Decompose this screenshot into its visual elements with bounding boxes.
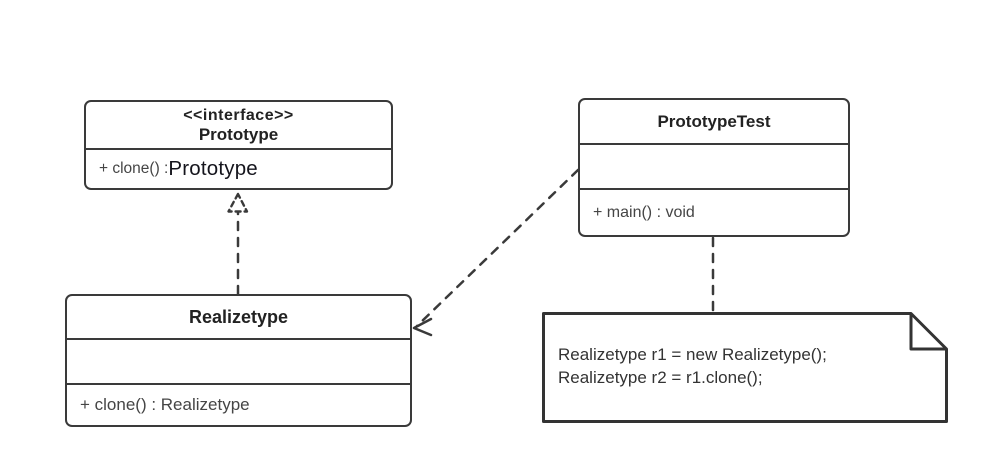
stereotype-label: <<interface>> <box>183 106 294 124</box>
realization-connector <box>227 192 249 296</box>
note-code: Realizetype r1 = new Realizetype(); Real… <box>558 343 827 389</box>
hollow-triangle-arrowhead <box>227 192 249 213</box>
note-code-line: Realizetype r1 = new Realizetype(); <box>558 345 827 364</box>
dependency-connector <box>412 168 580 337</box>
attributes-compartment-empty <box>67 340 410 385</box>
methods-compartment: + clone() : Realizetype <box>67 385 410 425</box>
methods-compartment: + main() : void <box>580 190 848 235</box>
class-header: PrototypeTest <box>580 100 848 145</box>
class-box-realizetype: Realizetype + clone() : Realizetype <box>65 294 412 427</box>
uml-note: Realizetype r1 = new Realizetype(); Real… <box>542 312 948 423</box>
note-outline <box>542 312 948 423</box>
method-label: + clone() : <box>99 160 169 177</box>
open-arrowhead <box>412 317 433 337</box>
attributes-compartment-empty <box>580 145 848 190</box>
method-label: + main() : void <box>593 203 695 221</box>
methods-compartment: + clone() : Prototype <box>86 150 391 188</box>
class-name: PrototypeTest <box>657 111 771 131</box>
note-code-line: Realizetype r2 = r1.clone(); <box>558 368 763 387</box>
note-fold-corner-icon <box>909 313 947 351</box>
class-name: Prototype <box>198 124 279 144</box>
class-box-prototype-interface: <<interface>> Prototype + clone() : Prot… <box>84 100 393 190</box>
method-label: + clone() : Realizetype <box>80 395 250 414</box>
method-return-type-emphasis: Prototype <box>168 157 258 180</box>
class-header: <<interface>> Prototype <box>86 102 391 150</box>
class-name: Realizetype <box>188 307 289 327</box>
class-box-prototypetest: PrototypeTest + main() : void <box>578 98 850 237</box>
class-header: Realizetype <box>67 296 410 340</box>
